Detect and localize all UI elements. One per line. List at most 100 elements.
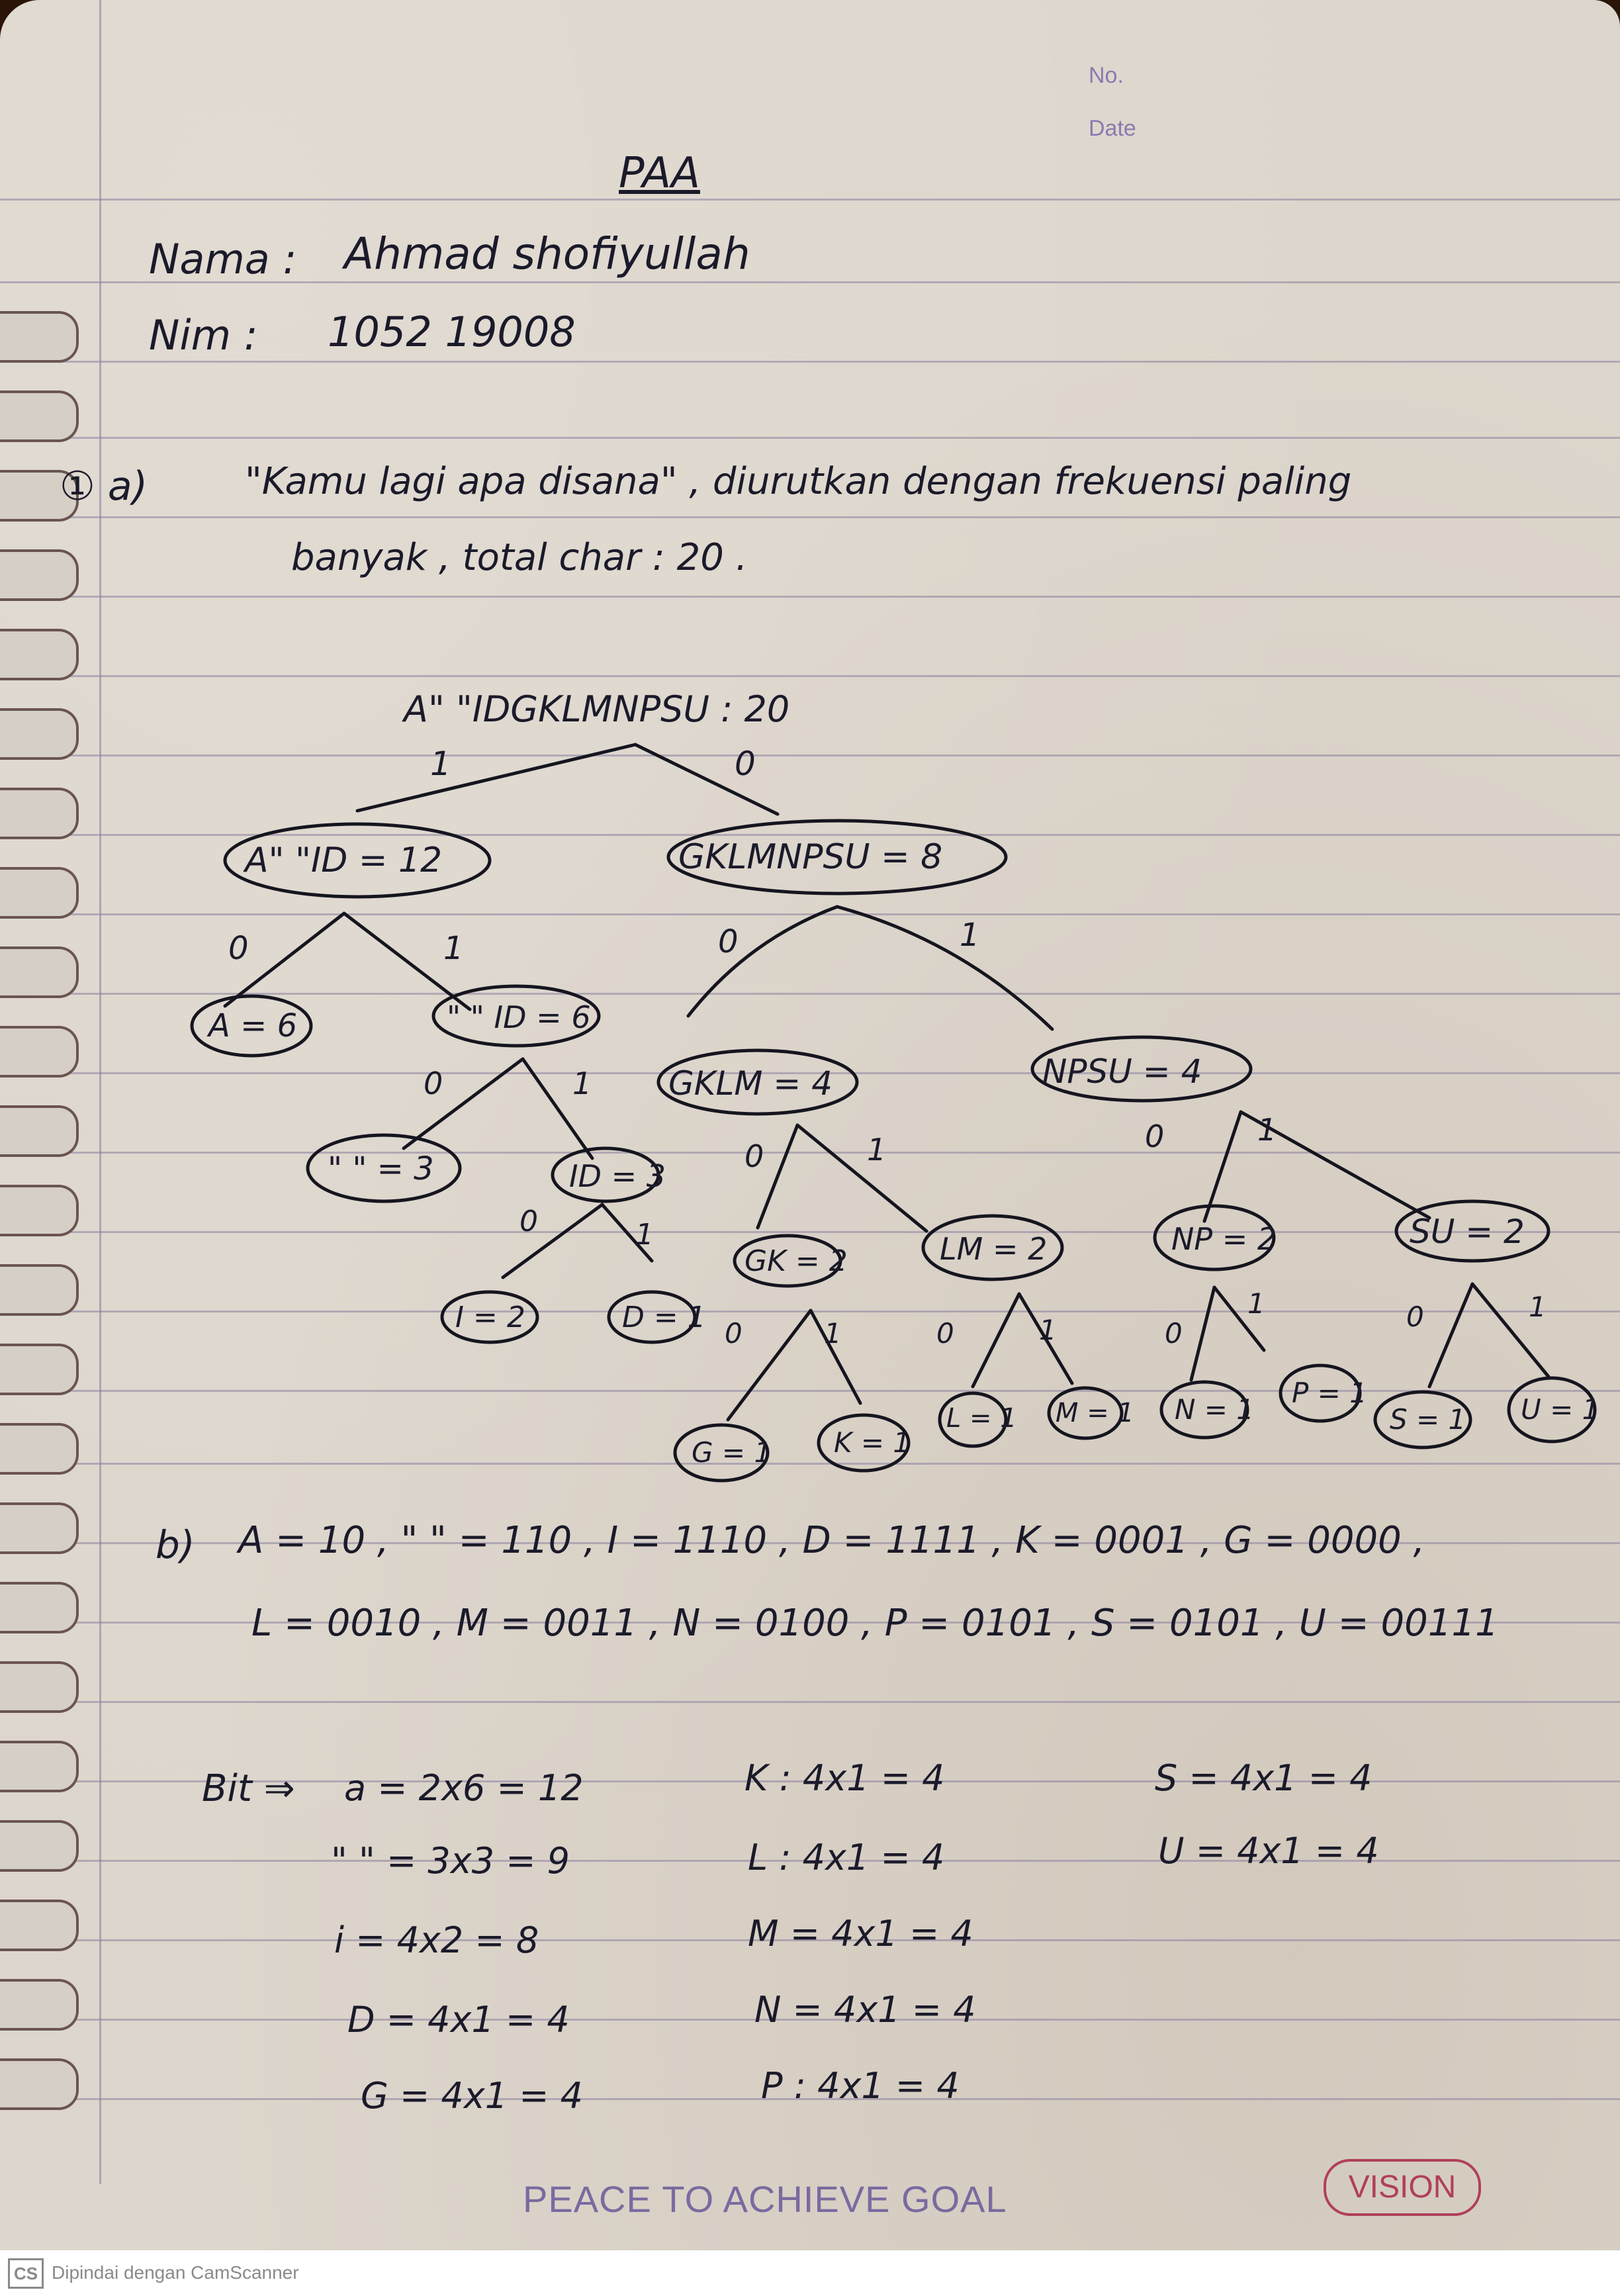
- binding-ring: [0, 311, 79, 363]
- ruled-line: [0, 755, 1620, 757]
- ruled-line: [0, 596, 1620, 598]
- node-space-id: " " ID = 6: [447, 999, 591, 1035]
- node-i: I = 2: [455, 1301, 525, 1334]
- ruled-line: [0, 1231, 1620, 1233]
- edge-label: 1: [443, 930, 464, 967]
- codes-line-1: A = 10 , " " = 110 , I = 1110 , D = 1111…: [238, 1519, 1425, 1562]
- binding-ring: [0, 1661, 79, 1713]
- ruled-line: [0, 913, 1620, 915]
- binding-ring: [0, 946, 79, 998]
- binding-ring: [0, 549, 79, 601]
- margin-line: [99, 0, 101, 2184]
- codes-line-2: L = 0010 , M = 0011 , N = 0100 , P = 010…: [251, 1602, 1499, 1645]
- bit-col2-row: M = 4x1 = 4: [748, 1913, 973, 1954]
- binding-ring: [0, 708, 79, 760]
- node-su: SU = 2: [1410, 1213, 1525, 1251]
- edge-label: 0: [744, 1138, 764, 1174]
- ruled-line: [0, 437, 1620, 439]
- node-gklm: GKLM = 4: [668, 1064, 833, 1103]
- ruled-line: [0, 675, 1620, 677]
- ruled-line: [0, 199, 1620, 201]
- scanner-watermark-bar: [0, 2250, 1620, 2296]
- edge-label: 1: [430, 745, 451, 783]
- node-m: M = 1: [1056, 1398, 1134, 1428]
- bit-col3-row: U = 4x1 = 4: [1158, 1830, 1379, 1872]
- ruled-line: [0, 516, 1620, 518]
- ruled-line: [0, 1622, 1620, 1624]
- bit-col2-row: P : 4x1 = 4: [761, 2065, 960, 2107]
- ruled-line: [0, 1780, 1620, 1782]
- edge-label: 1: [1247, 1287, 1265, 1320]
- binding-ring: [0, 390, 79, 442]
- edge-label: 0: [725, 1317, 742, 1350]
- binding-ring: [0, 1820, 79, 1872]
- node-gklmnpsu: GKLMNPSU = 8: [678, 837, 943, 877]
- node-p: P = 1: [1292, 1377, 1367, 1409]
- question-line-2: banyak , total char : 20 .: [291, 536, 748, 579]
- edge-label: 1: [1529, 1291, 1547, 1323]
- binding-ring: [0, 1423, 79, 1475]
- ruled-line: [0, 1152, 1620, 1154]
- question-line-1: "Kamu lagi apa disana" , diurutkan denga…: [245, 460, 1352, 503]
- ruled-line: [0, 1542, 1620, 1544]
- bit-col1-row: D = 4x1 = 4: [347, 1999, 570, 2041]
- binding-ring: [0, 788, 79, 839]
- edge-label: 1: [1039, 1314, 1057, 1346]
- edge-label: 0: [228, 930, 249, 967]
- ruled-line: [0, 1390, 1620, 1392]
- ruled-line: [0, 1072, 1620, 1074]
- binding-ring: [0, 1264, 79, 1316]
- scanner-watermark-text: Dipindai dengan CamScanner: [52, 2262, 299, 2283]
- ruled-line: [0, 281, 1620, 283]
- node-np: NP = 2: [1171, 1221, 1277, 1257]
- nama-value: Ahmad shofiyullah: [344, 228, 750, 279]
- nama-label: Nama :: [149, 235, 297, 283]
- binding-ring: [0, 1979, 79, 2031]
- edge-label: 0: [1406, 1301, 1424, 1333]
- ruled-line: [0, 2098, 1620, 2100]
- ruled-line: [0, 361, 1620, 363]
- no-label: No.: [1089, 63, 1124, 88]
- edge-label: 0: [424, 1066, 443, 1101]
- page-title: PAA: [619, 149, 700, 198]
- bit-col1-row: a = 2x6 = 12: [344, 1767, 584, 1809]
- node-a-id: A" "ID = 12: [245, 841, 443, 880]
- edge-label: 0: [936, 1317, 954, 1350]
- binding-ring: [0, 1741, 79, 1792]
- ruled-line: [0, 993, 1620, 995]
- camscanner-icon: CS: [8, 2258, 44, 2289]
- node-l: L = 1: [946, 1403, 1017, 1434]
- node-gk: GK = 2: [744, 1244, 848, 1278]
- bit-label: Bit ⇒: [202, 1767, 295, 1810]
- binding-ring: [0, 1026, 79, 1078]
- ruled-line: [0, 1463, 1620, 1465]
- notebook-brand-logo: VISION: [1324, 2159, 1481, 2216]
- date-label: Date: [1089, 116, 1136, 141]
- binding-ring: [0, 2058, 79, 2110]
- edge-label: 1: [960, 917, 980, 954]
- edge-label: 0: [1165, 1317, 1183, 1350]
- binding-ring: [0, 1502, 79, 1554]
- ruled-line: [0, 1701, 1620, 1703]
- bit-col2-row: K : 4x1 = 4: [744, 1757, 945, 1799]
- ruled-line: [0, 1939, 1620, 1941]
- node-u: U = 1: [1521, 1393, 1600, 1426]
- codes-label: b): [156, 1522, 195, 1567]
- binding-ring: [0, 1185, 79, 1236]
- node-lm: LM = 2: [940, 1231, 1048, 1267]
- ruled-line: [0, 1860, 1620, 1862]
- binding-ring: [0, 1900, 79, 1951]
- bit-col2-row: N = 4x1 = 4: [754, 1989, 976, 2031]
- edge-label: 1: [1257, 1112, 1277, 1148]
- bit-col1-row: i = 4x2 = 8: [334, 1919, 539, 1961]
- edge-label: 1: [635, 1218, 654, 1252]
- edge-label: 1: [572, 1066, 592, 1101]
- bit-col1-row: G = 4x1 = 4: [361, 2075, 584, 2117]
- edge-label: 1: [867, 1132, 887, 1168]
- binding-ring: [0, 1344, 79, 1395]
- edge-label: 0: [1145, 1119, 1165, 1154]
- node-a: A = 6: [208, 1007, 298, 1044]
- bit-col3-row: S = 4x1 = 4: [1155, 1757, 1372, 1799]
- node-n: N = 1: [1175, 1393, 1255, 1426]
